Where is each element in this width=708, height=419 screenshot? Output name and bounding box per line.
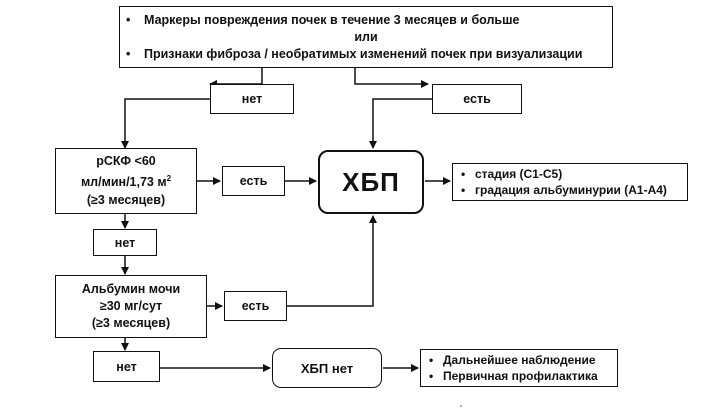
kidney-damage-criteria-box: • Маркеры повреждения почек в течение 3 … (119, 6, 613, 68)
egfr-line3: (≥3 месяцев) (86, 192, 166, 207)
no-box-egfr: нет (93, 229, 157, 256)
egfr-line2: мл/мин/1,73 м2 (81, 170, 171, 191)
scan-speck (460, 405, 462, 407)
arrow-top-to-yes (354, 68, 429, 88)
yes-box-albumin: есть (224, 291, 287, 321)
action-follow-up: • Дальнейшее наблюдение (429, 352, 596, 368)
yes-box-top: есть (432, 84, 522, 114)
ckd-label: ХБП (342, 166, 400, 197)
no-label: нет (116, 359, 137, 374)
no-label: нет (114, 235, 136, 250)
action-follow-up-text: Дальнейшее наблюдение (443, 353, 596, 367)
bullet: • (429, 353, 434, 367)
egfr-line1: рСКФ <60 (96, 154, 156, 169)
kidney-damage-markers-text: Маркеры повреждения почек в течение 3 ме… (144, 12, 520, 27)
egfr-criterion-box: рСКФ <60 мл/мин/1,73 м2 (≥3 месяцев) (55, 148, 197, 214)
no-ckd-label: ХБП нет (300, 360, 354, 376)
no-ckd-box: ХБП нет (272, 348, 382, 388)
outcome-stage-text: стадия (С1-С5) (475, 167, 563, 181)
bullet: • (461, 183, 466, 197)
outcome-albuminuria-text: градация альбуминурии (А1-А4) (475, 183, 667, 197)
fibrosis-signs-text: Признаки фиброза / необратимых изменений… (144, 46, 583, 61)
arrow-yes-to-ckd (369, 98, 432, 149)
arrow-yes-up-to-ckd (287, 215, 377, 307)
arrow-no-to-egfr (121, 98, 210, 149)
bullet: • (126, 46, 131, 61)
egfr-unit: мл/мин/1,73 м (80, 175, 167, 190)
bullet: • (429, 369, 434, 383)
outcome-albuminuria: • градация альбуминурии (А1-А4) (461, 182, 667, 198)
yes-box-egfr: есть (222, 166, 285, 196)
bullet: • (126, 12, 131, 27)
albumin-criterion-box: Альбумин мочи ≥30 мг/сут (≥3 месяцев) (55, 275, 207, 338)
action-prevention-text: Первичная профилактика (443, 369, 598, 383)
arrow-top-to-no (209, 68, 263, 88)
yes-label: есть (241, 299, 270, 313)
albumin-line1: Альбумин мочи (81, 282, 181, 296)
no-box-top: нет (210, 84, 294, 114)
yes-label: есть (463, 92, 491, 106)
ckd-box: ХБП (318, 150, 424, 214)
ckd-outcomes-box: • стадия (С1-С5) • градация альбуминурии… (452, 163, 688, 201)
or-text: или (354, 29, 378, 44)
albumin-line3: (≥3 месяцев) (91, 316, 171, 330)
bullet: • (461, 167, 466, 181)
no-label: нет (241, 92, 263, 106)
action-prevention: • Первичная профилактика (429, 368, 598, 384)
outcome-stage: • стадия (С1-С5) (461, 166, 562, 182)
egfr-unit-sup: 2 (166, 174, 172, 184)
yes-label: есть (239, 174, 268, 188)
no-box-albumin: нет (93, 351, 160, 382)
albumin-line2: ≥30 мг/сут (99, 299, 163, 313)
no-ckd-actions-box: • Дальнейшее наблюдение • Первичная проф… (420, 349, 618, 387)
